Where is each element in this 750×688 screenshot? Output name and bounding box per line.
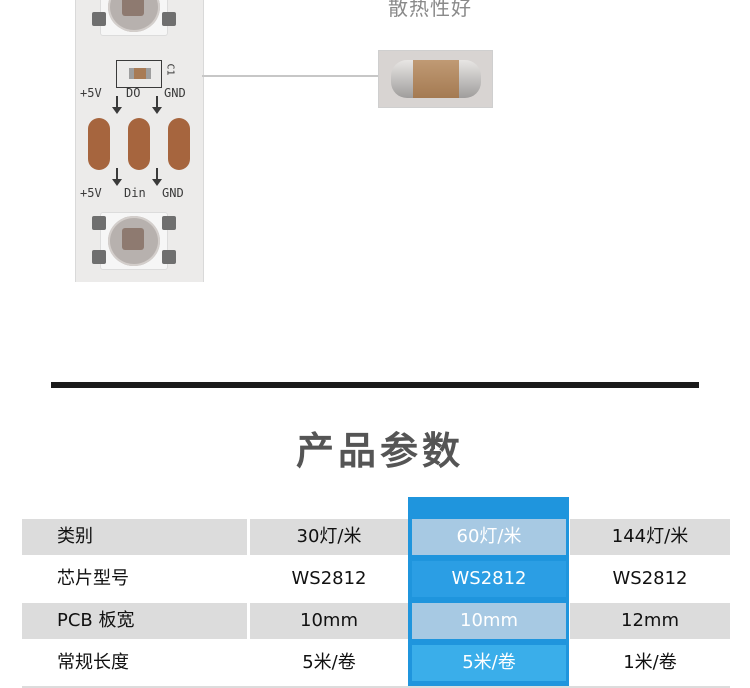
heat-dissipation-caption: 散热性好 [388,0,472,20]
table-cell-highlight: 5米/卷 [412,645,566,681]
table-cell: WS2812 [291,568,367,589]
section-title: 产品参数 [295,429,464,473]
table-cell-highlight: 10mm [412,603,566,639]
arrow-down-icon [112,168,122,186]
row-label: PCB 板宽 [22,603,247,639]
callout-line [202,75,378,77]
label-bottom-gnd: GND [162,186,184,200]
section-divider [51,382,699,388]
row-label: 类别 [22,519,247,555]
led-chip-bottom [92,212,176,270]
solder-pad [128,118,150,170]
table-cell: 30灯/米 [250,519,408,555]
table-cell: WS2812 [612,568,688,589]
table-cell-highlight: 60灯/米 [412,519,566,555]
label-top-vcc: +5V [80,86,102,100]
label-top-gnd: GND [164,86,186,100]
capacitor-footprint [116,60,162,88]
led-strip-image: C1 +5V DO GND +5V Din GND [75,0,204,282]
label-bottom-vcc: +5V [80,186,102,200]
table-row: 芯片型号 WS2812 WS2812 WS2812 [22,561,730,597]
table-row: PCB 板宽 10mm 10mm 12mm [22,603,730,639]
arrow-down-icon [112,96,122,114]
table-cell: 144灯/米 [570,519,730,555]
table-row: 常规长度 5米/卷 5米/卷 1米/卷 [22,645,730,681]
table-cell: 1米/卷 [623,652,677,673]
capacitor-chip [129,68,151,79]
label-bottom-din: Din [124,186,146,200]
table-cell: 12mm [570,603,730,639]
capacitor-label: C1 [164,63,176,76]
solder-pad [88,118,110,170]
led-chip-top [92,0,176,36]
solder-pad [168,118,190,170]
table-bottom-border [22,686,730,688]
table-cell-highlight: WS2812 [412,561,566,597]
row-label: 芯片型号 [57,568,129,589]
arrow-down-icon [152,168,162,186]
table-cell: 10mm [250,603,408,639]
row-label: 常规长度 [57,652,129,673]
capacitor-photo [378,50,493,108]
label-top-do: DO [126,86,141,100]
table-cell: 5米/卷 [302,652,356,673]
arrow-down-icon [152,96,162,114]
table-row: 类别 30灯/米 60灯/米 144灯/米 [22,519,730,555]
